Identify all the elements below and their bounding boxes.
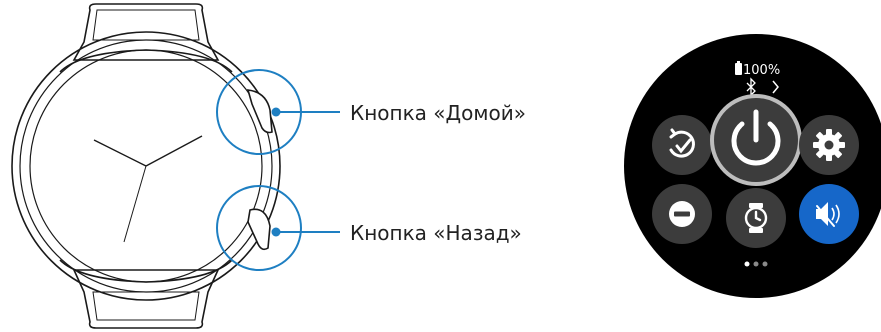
watch-lug-bottom [59, 259, 233, 283]
watch-hand-minute [145, 135, 203, 167]
watch-strap-bottom-inner [92, 291, 200, 321]
watch-strap-bottom [72, 269, 220, 329]
watch-lug-top [59, 49, 233, 73]
home-button-label: Кнопка «Домой» [350, 101, 526, 125]
quick-tile-power[interactable] [710, 94, 802, 186]
home-button-shape [246, 89, 273, 134]
back-button-dot [271, 227, 281, 237]
page-dot-2 [753, 261, 759, 267]
chevron-right-icon [772, 80, 779, 94]
watch-bezel [19, 39, 273, 293]
watch-hand-second [123, 165, 147, 243]
quick-tile-watch[interactable] [726, 188, 786, 248]
quick-tile-settings[interactable] [799, 115, 859, 175]
bluetooth-icon [746, 77, 756, 97]
watch-face [29, 49, 263, 283]
back-button-callout-circle [216, 185, 302, 271]
watch-strap-top-inner [92, 9, 200, 41]
page-dot-1 [744, 261, 750, 267]
watch-outline [11, 3, 281, 329]
home-button-dot [271, 107, 281, 117]
watch-strap-top [72, 3, 220, 61]
page-indicator [744, 261, 768, 267]
watch-icon [744, 203, 768, 233]
quick-tile-sound[interactable] [799, 184, 859, 244]
back-button-label: Кнопка «Назад» [350, 221, 522, 245]
page-dot-3 [762, 261, 768, 267]
quick-tile-dnd[interactable] [652, 184, 712, 244]
watch-hand-hour [93, 139, 147, 167]
power-icon [731, 109, 781, 166]
battery-icon [735, 61, 742, 75]
do-not-disturb-icon [669, 201, 695, 227]
watch-case [11, 31, 281, 301]
watch-screen [624, 34, 881, 298]
gear-icon [813, 129, 845, 161]
battery-percentage: 100% [743, 63, 781, 78]
sync-check-icon [669, 128, 695, 158]
sound-mute-icon [816, 202, 840, 227]
back-button-shape [247, 208, 271, 251]
quick-tile-sync[interactable] [652, 115, 712, 175]
